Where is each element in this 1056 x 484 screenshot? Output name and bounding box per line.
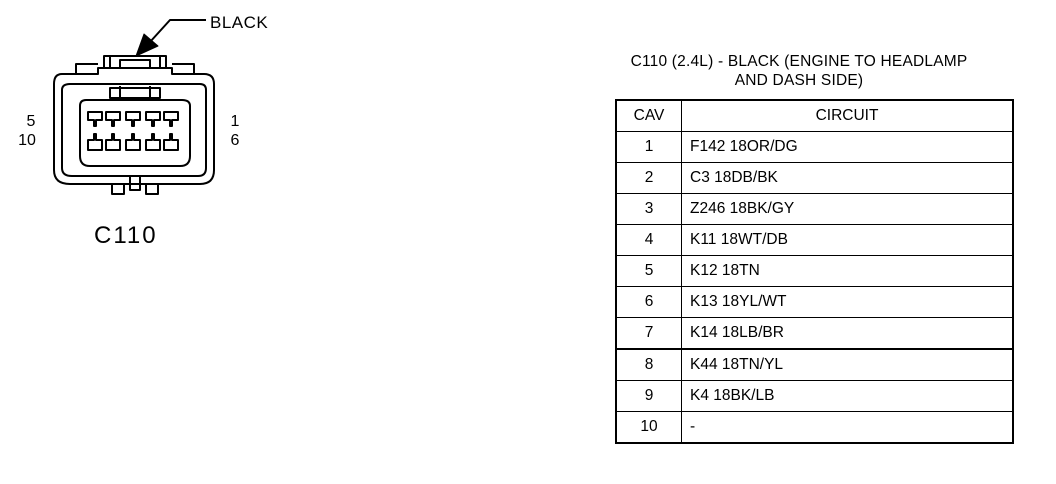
cav-cell: 10: [615, 411, 682, 444]
table-row: 3 Z246 18BK/GY: [615, 193, 1014, 225]
cav-cell: 4: [615, 224, 682, 256]
cav-cell: 5: [615, 255, 682, 287]
circuit-cell: K12 18TN: [681, 255, 1014, 287]
pin-label-right-bottom: 6: [230, 132, 240, 149]
callout-leader-line: [149, 19, 206, 43]
cav-cell: 6: [615, 286, 682, 318]
connector-latch: [103, 55, 167, 68]
table-row: 2 C3 18DB/BK: [615, 162, 1014, 194]
color-callout-label: BLACK: [210, 13, 269, 32]
cav-cell: 9: [615, 380, 682, 412]
circuit-cell: C3 18DB/BK: [681, 162, 1014, 194]
table-row: 5 K12 18TN: [615, 255, 1014, 287]
table-row: 4 K11 18WT/DB: [615, 224, 1014, 256]
circuit-cell: K14 18LB/BR: [681, 317, 1014, 350]
bottom-key-right: [145, 184, 159, 195]
pin-label-left-top: 5: [26, 113, 36, 130]
table-row: 7 K14 18LB/BR: [615, 317, 1014, 350]
table-row: 6 K13 18YL/WT: [615, 286, 1014, 318]
table-title: C110 (2.4L) - BLACK (ENGINE TO HEADLAMP …: [604, 52, 994, 90]
pin-label-left-bottom: 10: [18, 132, 36, 149]
table-row: 9 K4 18BK/LB: [615, 380, 1014, 412]
circuit-cell: F142 18OR/DG: [681, 131, 1014, 163]
cav-cell: 7: [615, 317, 682, 350]
cav-cell: 8: [615, 348, 682, 381]
cav-cell: 1: [615, 131, 682, 163]
cav-cell: 3: [615, 193, 682, 225]
cav-cell: 2: [615, 162, 682, 194]
cavity-frame: [79, 99, 191, 167]
connector-drawing: [53, 19, 215, 195]
circuit-cell: K13 18YL/WT: [681, 286, 1014, 318]
connector-housing-inner: [61, 83, 207, 177]
table-row: 10 -: [615, 411, 1014, 444]
table-header-row: CAV CIRCUIT: [615, 99, 1014, 132]
header-circuit: CIRCUIT: [681, 99, 1014, 132]
table-row: 1 F142 18OR/DG: [615, 131, 1014, 163]
cavity-row-bottom: [87, 133, 179, 151]
header-cav: CAV: [615, 99, 682, 132]
pin-label-right-top: 1: [230, 113, 240, 130]
circuit-cell: K4 18BK/LB: [681, 380, 1014, 412]
circuit-cell: K44 18TN/YL: [681, 348, 1014, 381]
circuit-cell: K11 18WT/DB: [681, 224, 1014, 256]
table-title-line2: AND DASH SIDE): [734, 72, 864, 89]
cavity-circuit-table: CAV CIRCUIT 1 F142 18OR/DG 2 C3 18DB/BK …: [615, 99, 1014, 444]
bottom-key-left: [111, 184, 125, 195]
connector-name: C110: [94, 222, 158, 249]
cavity-row-top: [87, 111, 179, 127]
circuit-cell: -: [681, 411, 1014, 444]
circuit-cell: Z246 18BK/GY: [681, 193, 1014, 225]
table-title-line1: C110 (2.4L) - BLACK (ENGINE TO HEADLAMP: [630, 53, 968, 70]
table-row: 8 K44 18TN/YL: [615, 348, 1014, 381]
connector-housing-outer: [53, 67, 215, 185]
callout-arrowhead: [135, 33, 159, 57]
